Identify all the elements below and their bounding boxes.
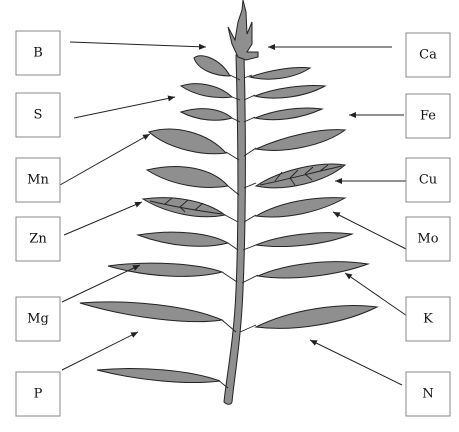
leaf-left-6-zn <box>141 197 227 218</box>
leaf-right-7 <box>254 232 354 247</box>
leaf-left-9 <box>79 301 224 323</box>
label-b: B <box>15 30 61 76</box>
right-leaves <box>248 67 379 329</box>
arrow-p <box>61 331 139 371</box>
apical-bud <box>227 0 259 61</box>
label-mo: Mo <box>405 216 451 262</box>
label-mg: Mg <box>15 296 61 342</box>
leaf-left-7 <box>136 231 230 247</box>
svg-text:N: N <box>422 387 433 402</box>
svg-text:Mg: Mg <box>27 312 49 327</box>
label-p: P <box>15 371 61 417</box>
label-s: S <box>15 92 61 138</box>
svg-text:S: S <box>34 108 43 123</box>
svg-text:Ca: Ca <box>419 48 437 63</box>
leaf-right-9-n <box>254 305 379 329</box>
svg-text:B: B <box>33 46 43 61</box>
svg-text:Cu: Cu <box>419 173 437 188</box>
leaf-right-1 <box>248 67 312 80</box>
leaf-left-1 <box>193 55 231 77</box>
leaf-left-2 <box>179 83 234 99</box>
arrow-mn <box>59 133 151 186</box>
leaf-left-10-p <box>96 367 221 384</box>
leaf-veins-zn <box>149 197 223 215</box>
leaf-right-6-mo <box>254 197 347 218</box>
leaf-left-3 <box>179 108 234 121</box>
arrow-b <box>69 41 207 50</box>
arrow-mo <box>332 211 413 253</box>
leaf-petioles <box>217 74 259 389</box>
arrow-zn <box>63 201 143 236</box>
arrow-mg <box>61 264 141 303</box>
label-cu: Cu <box>405 157 451 203</box>
label-ca: Ca <box>405 32 451 78</box>
svg-text:Mn: Mn <box>27 173 49 188</box>
leaf-left-5 <box>145 166 229 188</box>
svg-text:Mo: Mo <box>417 232 438 247</box>
arrow-n <box>309 339 403 386</box>
label-n: N <box>405 371 451 417</box>
label-fe: Fe <box>405 93 451 139</box>
leaf-left-8-mg <box>107 262 224 277</box>
arrow-k <box>344 272 411 319</box>
label-zn: Zn <box>15 216 61 262</box>
leaf-left-4 <box>147 128 227 155</box>
arrows <box>59 41 413 386</box>
label-k: K <box>405 296 451 342</box>
arrow-s <box>73 95 176 119</box>
svg-text:Zn: Zn <box>29 232 47 247</box>
leaf-right-8-k <box>256 261 369 279</box>
leaf-right-2 <box>253 85 327 99</box>
label-mn: Mn <box>15 157 61 203</box>
plant-stem <box>223 54 246 405</box>
leaf-veins-cu <box>259 164 343 186</box>
leaf-right-3 <box>253 107 324 121</box>
svg-text:K: K <box>423 312 433 327</box>
svg-text:Fe: Fe <box>420 109 436 124</box>
left-leaves <box>79 55 234 384</box>
leaf-right-4 <box>254 129 347 151</box>
svg-text:P: P <box>34 387 43 402</box>
